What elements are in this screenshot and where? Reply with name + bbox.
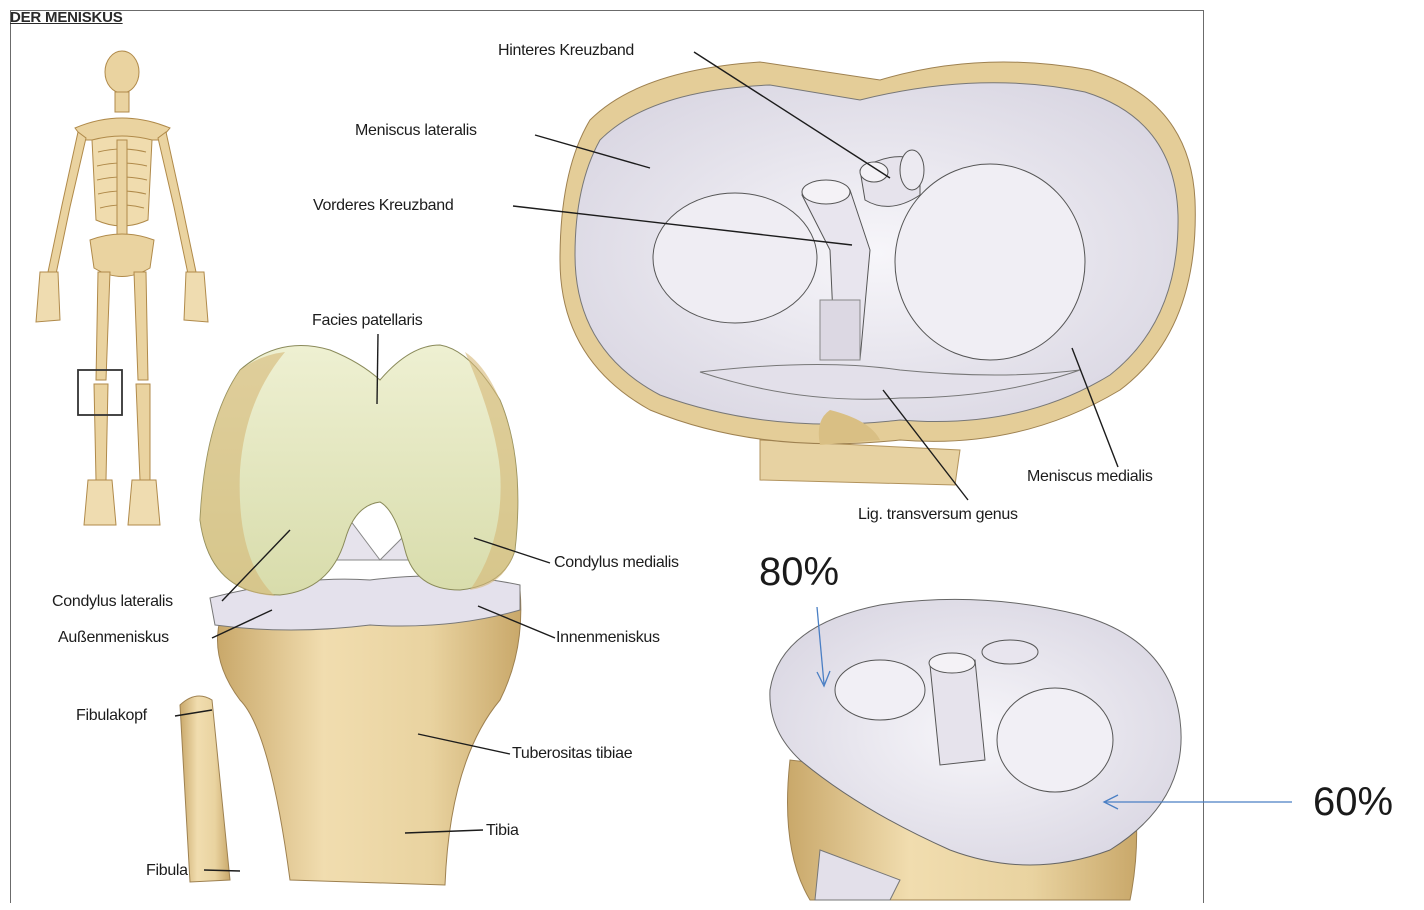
label-lig-transversum-genus: Lig. transversum genus bbox=[858, 506, 1018, 524]
lateral-meniscus-percentage: 80% bbox=[759, 550, 839, 595]
tibial-plateau-perspective-view bbox=[770, 599, 1181, 900]
label-hinteres-kreuzband: Hinteres Kreuzband bbox=[498, 42, 634, 60]
label-innenmeniskus: Innenmeniskus bbox=[556, 629, 660, 647]
label-condylus-medialis: Condylus medialis bbox=[554, 554, 679, 572]
knee-front-view bbox=[180, 345, 521, 885]
label-aussenmeniskus: Außenmeniskus bbox=[58, 629, 169, 647]
label-tuberositas-tibiae: Tuberositas tibiae bbox=[512, 745, 632, 763]
label-meniscus-medialis: Meniscus medialis bbox=[1027, 468, 1153, 486]
label-tibia: Tibia bbox=[486, 822, 519, 840]
medial-meniscus-percentage: 60% bbox=[1313, 780, 1393, 825]
label-condylus-lateralis: Condylus lateralis bbox=[52, 593, 173, 611]
label-fibulakopf: Fibulakopf bbox=[76, 707, 147, 725]
skeleton-figure bbox=[36, 51, 208, 525]
label-vorderes-kreuzband: Vorderes Kreuzband bbox=[313, 197, 453, 215]
label-meniscus-lateralis: Meniscus lateralis bbox=[355, 122, 477, 140]
label-fibula: Fibula bbox=[146, 862, 188, 880]
label-facies-patellaris: Facies patellaris bbox=[312, 312, 423, 330]
